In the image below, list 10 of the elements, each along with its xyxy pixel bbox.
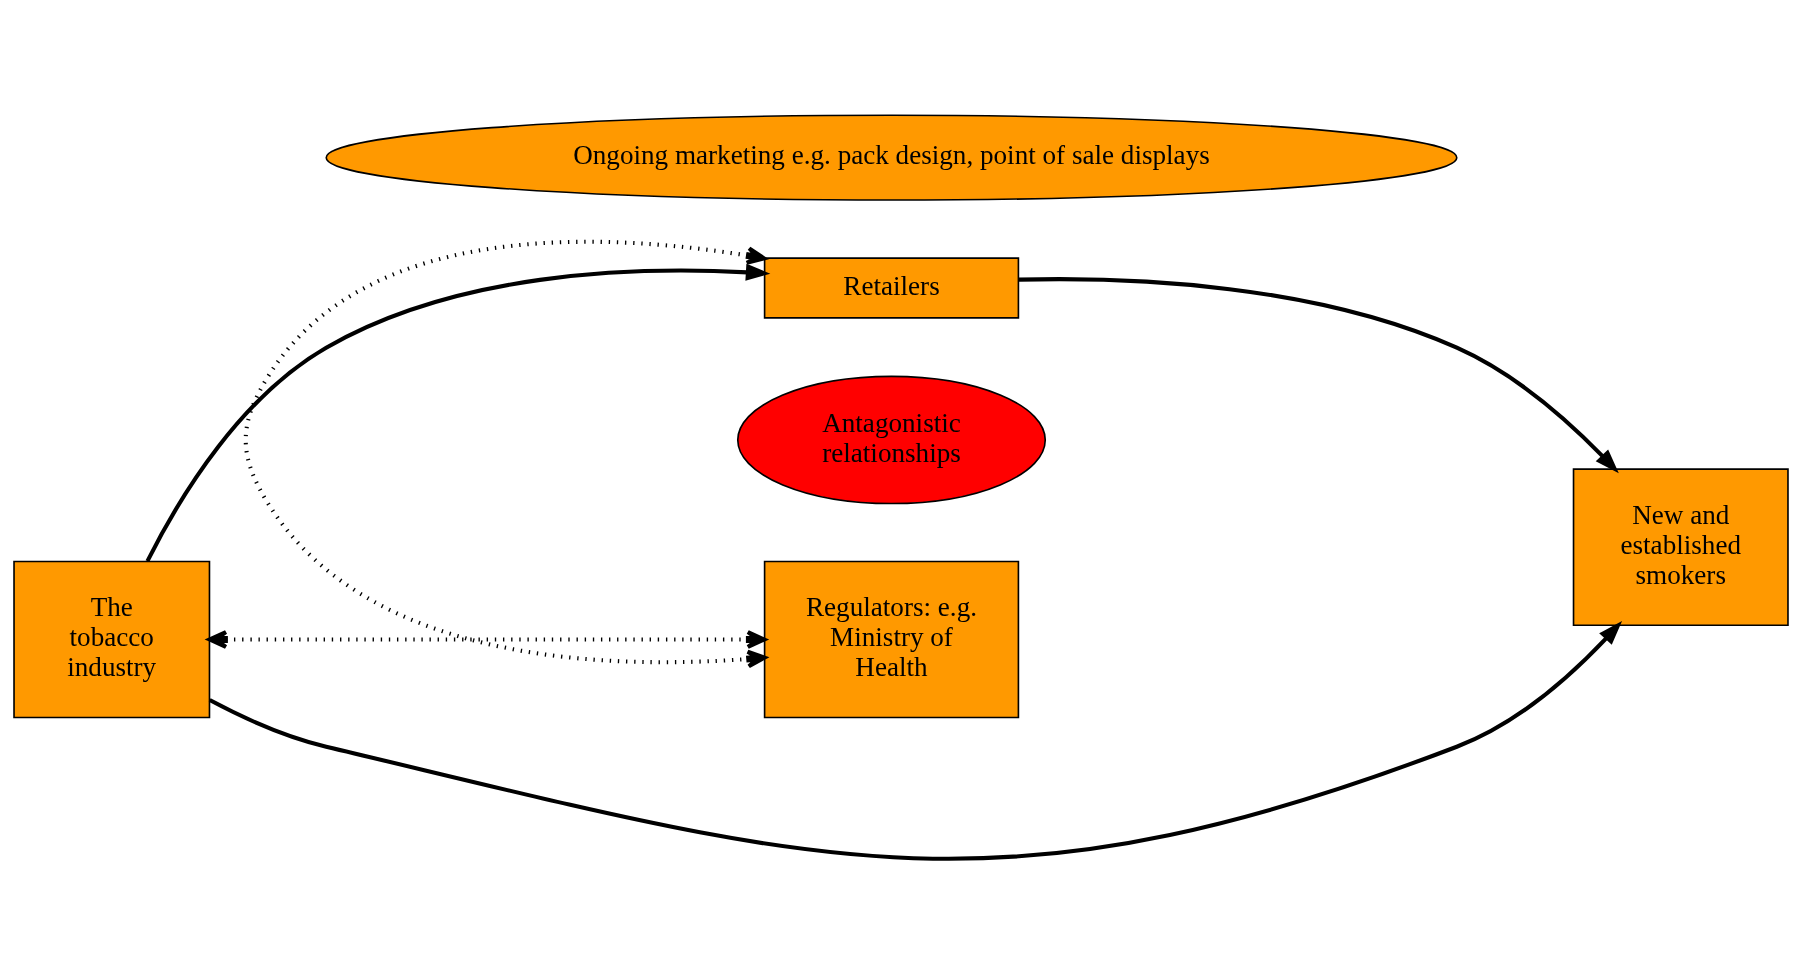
- arrow: [1018, 276, 1619, 473]
- arrow: [145, 263, 771, 562]
- arrow: [207, 629, 767, 649]
- node-ellipse: Antagonistic relationships: [736, 375, 1047, 504]
- node-ellipse: Ongoing marketing e.g. pack design, point of sale displays: [325, 113, 1458, 201]
- node-box: New and established smokers: [1572, 467, 1789, 626]
- node-box: Regulators: e.g. Ministry of Health: [763, 560, 1020, 718]
- node-box: The tobacco industry: [13, 560, 211, 718]
- node-box: Retailers: [763, 256, 1020, 319]
- arrow: [243, 239, 767, 668]
